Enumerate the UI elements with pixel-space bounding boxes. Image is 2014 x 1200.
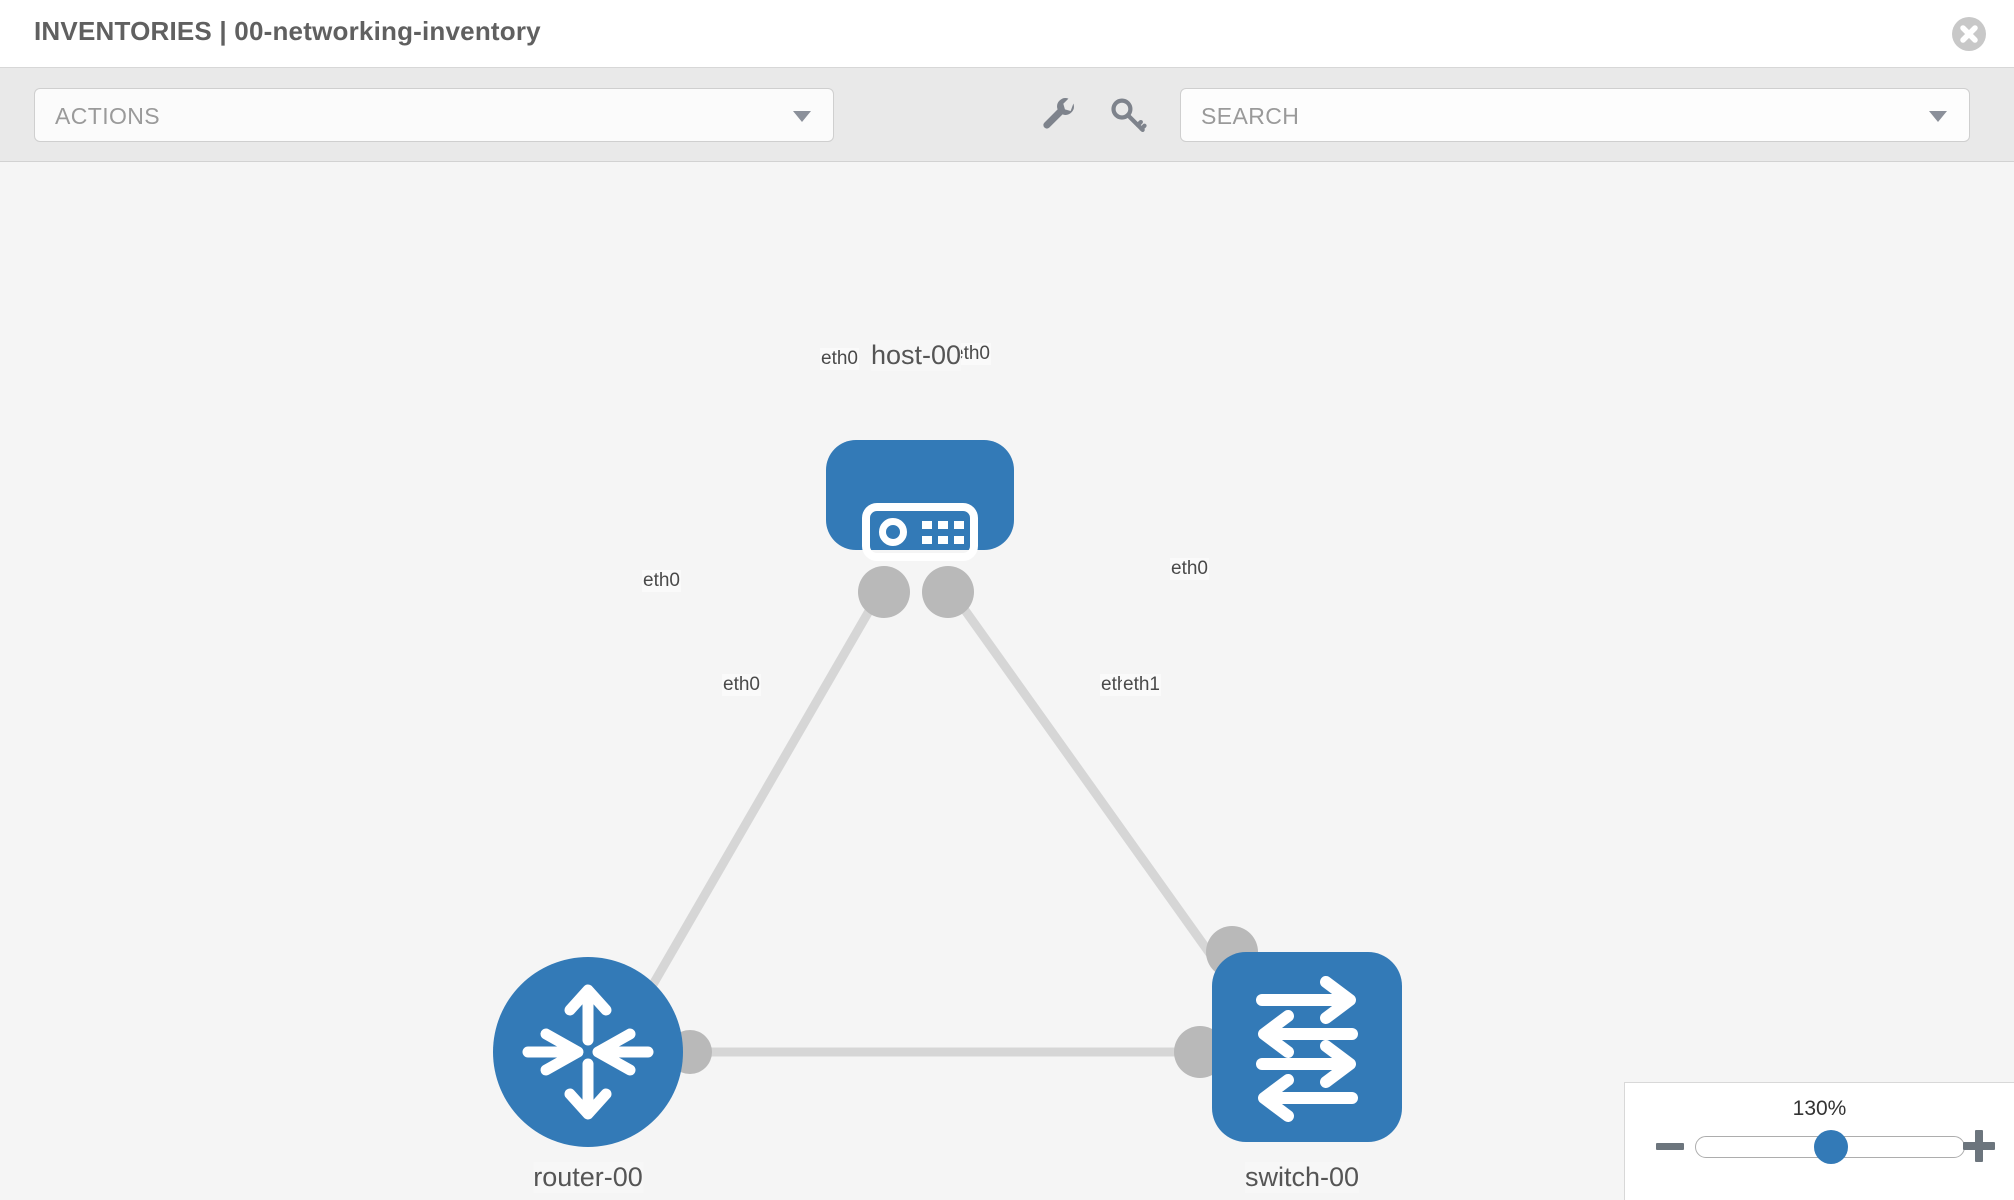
- node-switch-00[interactable]: [1212, 952, 1402, 1142]
- actions-dropdown[interactable]: ACTIONS: [34, 88, 834, 142]
- node-host-00[interactable]: [826, 440, 1014, 561]
- key-icon: [1111, 98, 1147, 133]
- connector-host00-right[interactable]: [922, 566, 974, 618]
- link-host00-router00[interactable]: [636, 589, 884, 1010]
- node-label-host-00: host-00: [870, 340, 962, 371]
- router-icon: [522, 984, 654, 1120]
- key-button[interactable]: [1106, 94, 1150, 138]
- zoom-in-button[interactable]: [1962, 1129, 1996, 1163]
- plus-icon-vertical: [1975, 1130, 1983, 1162]
- zoom-control-panel: 130%: [1624, 1082, 2014, 1200]
- iface-label: eth0: [1170, 558, 1209, 580]
- server-icon: [862, 503, 978, 561]
- page-header: INVENTORIES | 00-networking-inventory: [0, 0, 2014, 68]
- actions-dropdown-label: ACTIONS: [55, 103, 161, 129]
- iface-label: eth0: [642, 570, 681, 592]
- iface-label: eth1: [1122, 674, 1161, 696]
- topology-connectors: [668, 566, 1258, 1078]
- node-label-router-00: router-00: [533, 1162, 643, 1193]
- node-router-00[interactable]: [493, 957, 683, 1147]
- chevron-down-icon[interactable]: [1929, 111, 1947, 122]
- toolbar: ACTIONS SEARCH: [0, 68, 2014, 162]
- node-label-switch-00: switch-00: [1244, 1162, 1360, 1193]
- switch-icon: [1256, 976, 1358, 1122]
- search-placeholder: SEARCH: [1201, 103, 1300, 129]
- connector-host00-left[interactable]: [858, 566, 910, 618]
- zoom-slider[interactable]: [1695, 1130, 1965, 1164]
- link-host00-switch00[interactable]: [948, 589, 1252, 1010]
- search-input[interactable]: SEARCH: [1180, 88, 1970, 142]
- close-icon: [1960, 25, 1978, 43]
- minus-icon: [1656, 1143, 1684, 1150]
- topology-canvas[interactable]: eth0 eth0 eth0 eth0 eth0 eth0 eth1 host-…: [0, 162, 2014, 1200]
- topology-graph: [493, 440, 1402, 1147]
- zoom-slider-thumb[interactable]: [1814, 1130, 1848, 1164]
- zoom-out-button[interactable]: [1653, 1129, 1687, 1163]
- wrench-icon: [1043, 98, 1074, 129]
- zoom-level-value: 130%: [1792, 1097, 1847, 1120]
- page-title: INVENTORIES | 00-networking-inventory: [34, 16, 541, 46]
- iface-label: eth0: [952, 343, 991, 365]
- topology-links: [636, 589, 1252, 1057]
- iface-label: eth0: [722, 674, 761, 696]
- close-button[interactable]: [1952, 17, 1986, 51]
- wrench-button[interactable]: [1038, 94, 1082, 138]
- iface-label: eth0: [820, 348, 859, 370]
- chevron-down-icon: [793, 111, 811, 122]
